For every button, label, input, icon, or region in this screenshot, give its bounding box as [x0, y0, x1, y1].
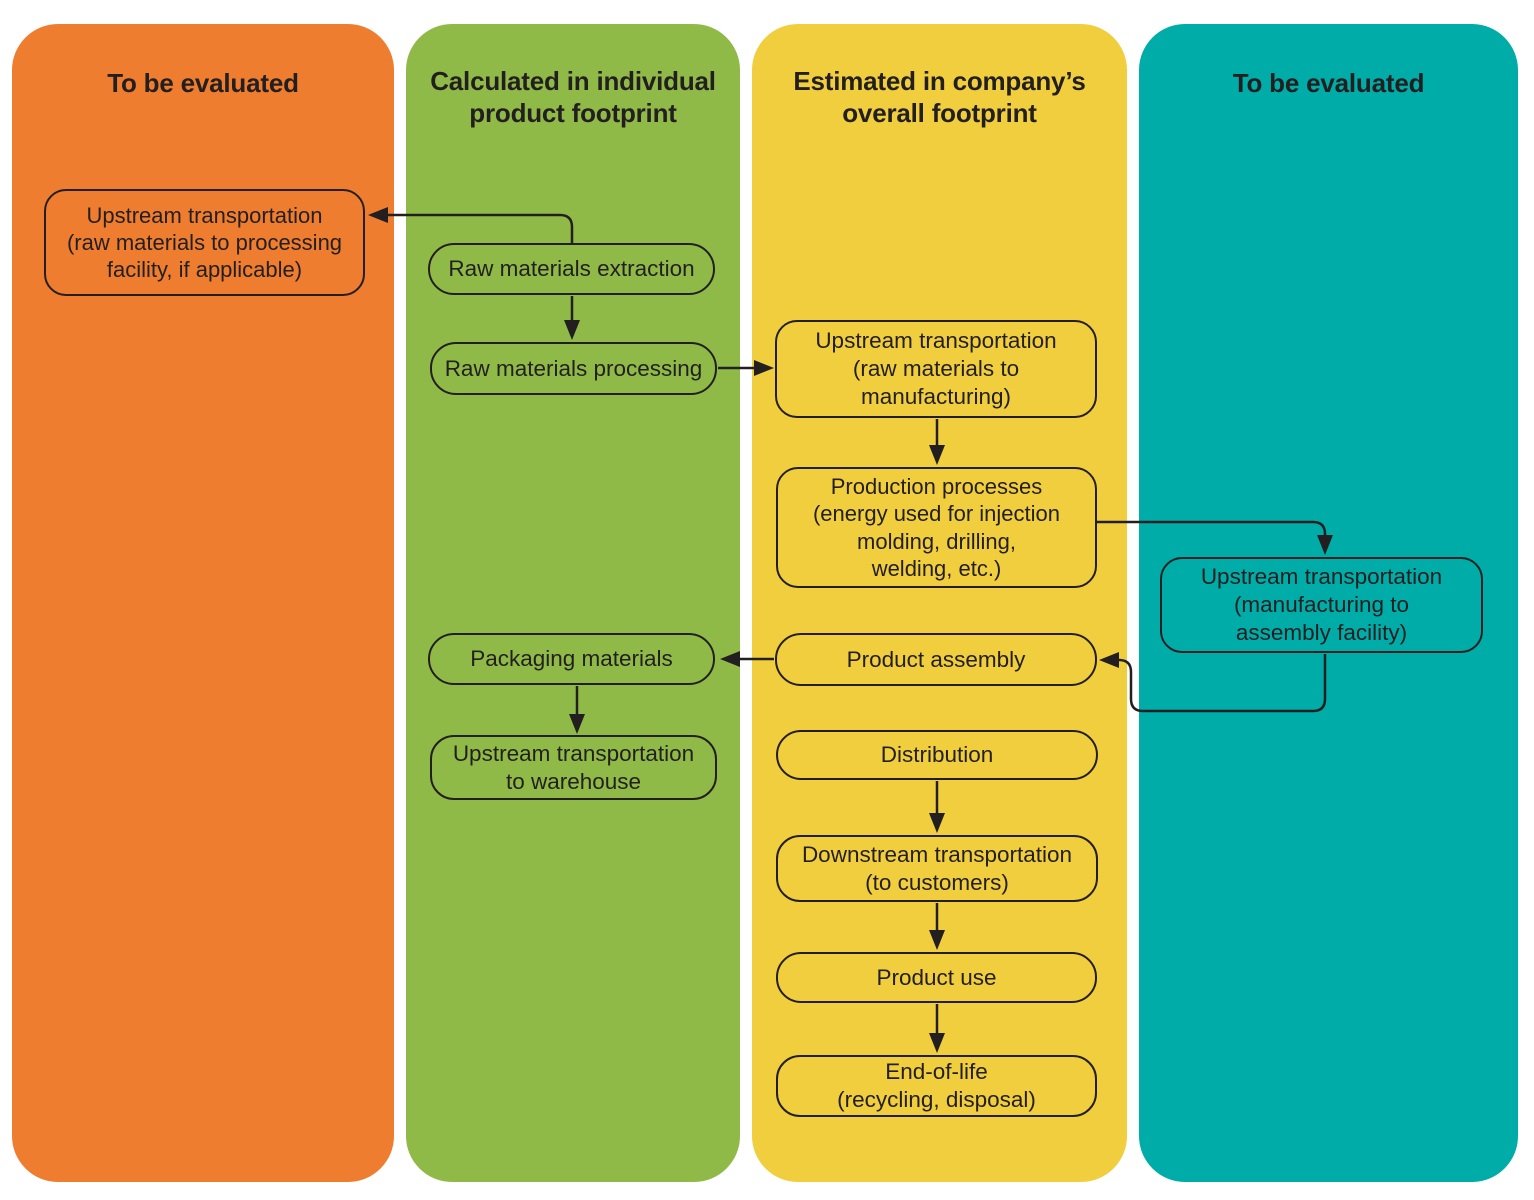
column-title-to-be-evaluated-left: To be evaluated: [107, 68, 299, 98]
column-to-be-evaluated-right: [1139, 24, 1518, 1182]
node-product-assembly: Product assembly: [775, 633, 1097, 686]
node-production-processes: Production processes (energy used for in…: [776, 467, 1097, 588]
node-raw-materials-processing: Raw materials processing: [430, 342, 717, 395]
node-downstream-transportation: Downstream transportation (to customers): [776, 835, 1098, 902]
node-upstream-to-warehouse: Upstream transportation to warehouse: [430, 735, 717, 800]
node-raw-materials-extraction: Raw materials extraction: [428, 243, 715, 295]
node-upstream-to-assembly: Upstream transportation (manufacturing t…: [1160, 557, 1483, 653]
column-to-be-evaluated-left: [12, 24, 394, 1182]
column-title-company-overall-footprint: Estimated in company’s overall footprint: [793, 66, 1086, 128]
column-company-overall-footprint: [752, 24, 1127, 1182]
column-title-to-be-evaluated-right: To be evaluated: [1232, 68, 1425, 98]
column-individual-product-footprint: [406, 24, 740, 1182]
column-title-individual-product-footprint: Calculated in individual product footpri…: [430, 66, 716, 128]
node-product-use: Product use: [776, 952, 1097, 1003]
node-end-of-life: End-of-life (recycling, disposal): [776, 1055, 1097, 1117]
node-distribution: Distribution: [776, 730, 1098, 780]
node-upstream-to-manufacturing: Upstream transportation (raw materials t…: [775, 320, 1097, 418]
node-upstream-to-processing: Upstream transportation (raw materials t…: [44, 189, 365, 296]
node-packaging-materials: Packaging materials: [428, 633, 715, 685]
